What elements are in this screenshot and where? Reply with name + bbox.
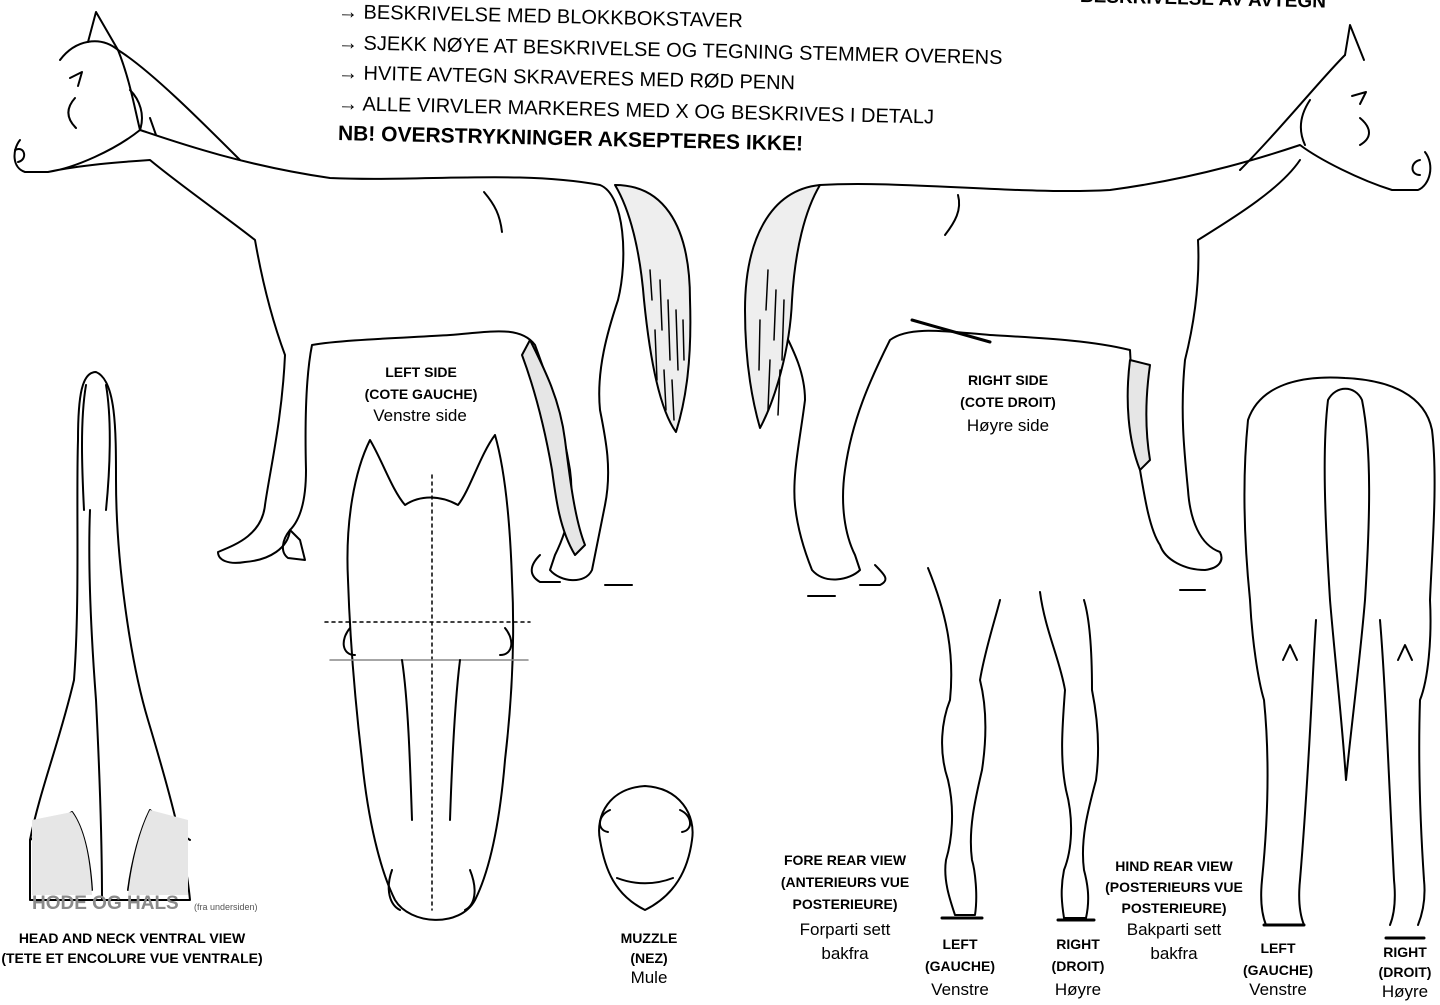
fore-rear-view-legs — [928, 568, 1098, 920]
hind-right-label: RIGHT — [1383, 942, 1427, 962]
left-horse-far-hind-leg — [522, 340, 585, 555]
ventral-mid — [89, 510, 102, 900]
muzzle-lip — [617, 878, 673, 883]
right-horse-hoof1 — [860, 565, 885, 585]
ventral-inner-left — [82, 385, 86, 510]
muzzle-label-fr: (NEZ) — [630, 948, 667, 968]
muzzle-label: MUZZLE — [621, 928, 678, 948]
fore-rear-label-fr1: (ANTERIEURS VUE — [781, 872, 909, 892]
muzzle-drawing — [599, 786, 693, 910]
right-horse-nostril — [1413, 160, 1421, 175]
head-neck-en: HEAD AND NECK VENTRAL VIEW — [19, 928, 245, 948]
head-front-nose-left — [402, 660, 412, 820]
hind-left-hock-mark — [1283, 645, 1297, 660]
right-horse-ear — [1345, 25, 1364, 60]
ventral-shade-right — [128, 810, 188, 895]
left-horse-forelock — [60, 41, 140, 130]
head-front-right-eye — [500, 628, 511, 655]
fore-right-leg — [1040, 592, 1098, 918]
muzzle-label-no: Mule — [631, 968, 668, 988]
ventral-shade-left — [32, 812, 92, 895]
left-horse-front-hoof — [283, 530, 305, 560]
hind-rear-label-no2: bakfra — [1150, 944, 1197, 964]
right-side-label: RIGHT SIDE — [968, 370, 1048, 390]
hind-left-label-fr: (GAUCHE) — [1243, 960, 1313, 980]
left-side-label-fr: (COTE GAUCHE) — [365, 384, 478, 404]
right-horse-throat — [1301, 100, 1310, 145]
hind-left-label-no: Venstre — [1249, 980, 1307, 1000]
left-horse-tail — [615, 185, 690, 432]
fore-left-leg — [928, 568, 1000, 915]
head-front-left-eye — [344, 628, 355, 655]
hind-right-label-no: Høyre — [1382, 982, 1428, 1002]
right-horse-far-hind-leg — [1128, 360, 1150, 470]
fore-rear-label-no2: bakfra — [821, 944, 868, 964]
fore-rear-label-fr2: POSTERIEURE) — [792, 894, 897, 914]
hind-rear-view — [1244, 377, 1434, 938]
head-front-outline — [347, 435, 513, 920]
hind-rear-inner-left — [1299, 620, 1316, 925]
hind-rear-label-no1: Bakparti sett — [1127, 920, 1222, 940]
ventral-inner-right — [106, 385, 110, 510]
right-side-label-no: Høyre side — [967, 416, 1049, 436]
left-horse-stifle — [484, 192, 502, 232]
right-horse-tail — [745, 185, 820, 428]
left-horse-nostril — [15, 149, 24, 162]
fore-rear-label-no1: Forparti sett — [800, 920, 891, 940]
hind-rear-outline — [1244, 377, 1434, 925]
head-neck-ventral — [30, 372, 190, 900]
head-neck-title: HODE OG HALS — [32, 893, 179, 915]
right-horse-eye — [1352, 92, 1366, 104]
left-horse-mark — [150, 118, 156, 135]
left-side-label-no: Venstre side — [373, 406, 467, 426]
right-horse-cheek — [1360, 118, 1369, 145]
fore-right-label: RIGHT — [1056, 934, 1100, 954]
head-neck-fr: (TETE ET ENCOLURE VUE VENTRALE) — [1, 948, 262, 968]
hind-left-label: LEFT — [1261, 938, 1296, 958]
hind-rear-label: HIND REAR VIEW — [1115, 856, 1232, 876]
right-horse-mark — [945, 195, 959, 235]
hind-right-hock-mark — [1398, 645, 1412, 660]
head-neck-subtitle: (fra undersiden) — [194, 902, 258, 912]
fore-left-label-fr: (GAUCHE) — [925, 956, 995, 976]
hind-rear-label-fr2: POSTERIEURE) — [1121, 898, 1226, 918]
fore-left-label-no: Venstre — [931, 980, 989, 1000]
left-horse-eye — [70, 72, 82, 86]
fore-right-label-no: Høyre — [1055, 980, 1101, 1000]
right-horse-outline — [768, 145, 1430, 579]
hind-rear-tail — [1325, 389, 1369, 780]
fore-rear-label: FORE REAR VIEW — [784, 850, 906, 870]
hind-right-label-fr: (DROIT) — [1379, 962, 1432, 982]
fore-left-label: LEFT — [943, 934, 978, 954]
head-front-nose-right — [450, 660, 460, 820]
muzzle-outline — [599, 786, 693, 910]
hind-rear-label-fr1: (POSTERIEURS VUE — [1105, 877, 1243, 897]
right-side-label-fr: (COTE DROIT) — [960, 392, 1056, 412]
left-horse-rear-hoof — [532, 555, 560, 582]
left-horse-ear — [88, 12, 118, 50]
right-horse-neck-line — [1240, 55, 1345, 170]
left-side-label: LEFT SIDE — [385, 362, 457, 382]
hind-rear-inner-right — [1380, 620, 1395, 925]
left-horse-cheek — [68, 98, 76, 128]
fore-right-label-fr: (DROIT) — [1052, 956, 1105, 976]
head-front-view — [325, 435, 530, 920]
